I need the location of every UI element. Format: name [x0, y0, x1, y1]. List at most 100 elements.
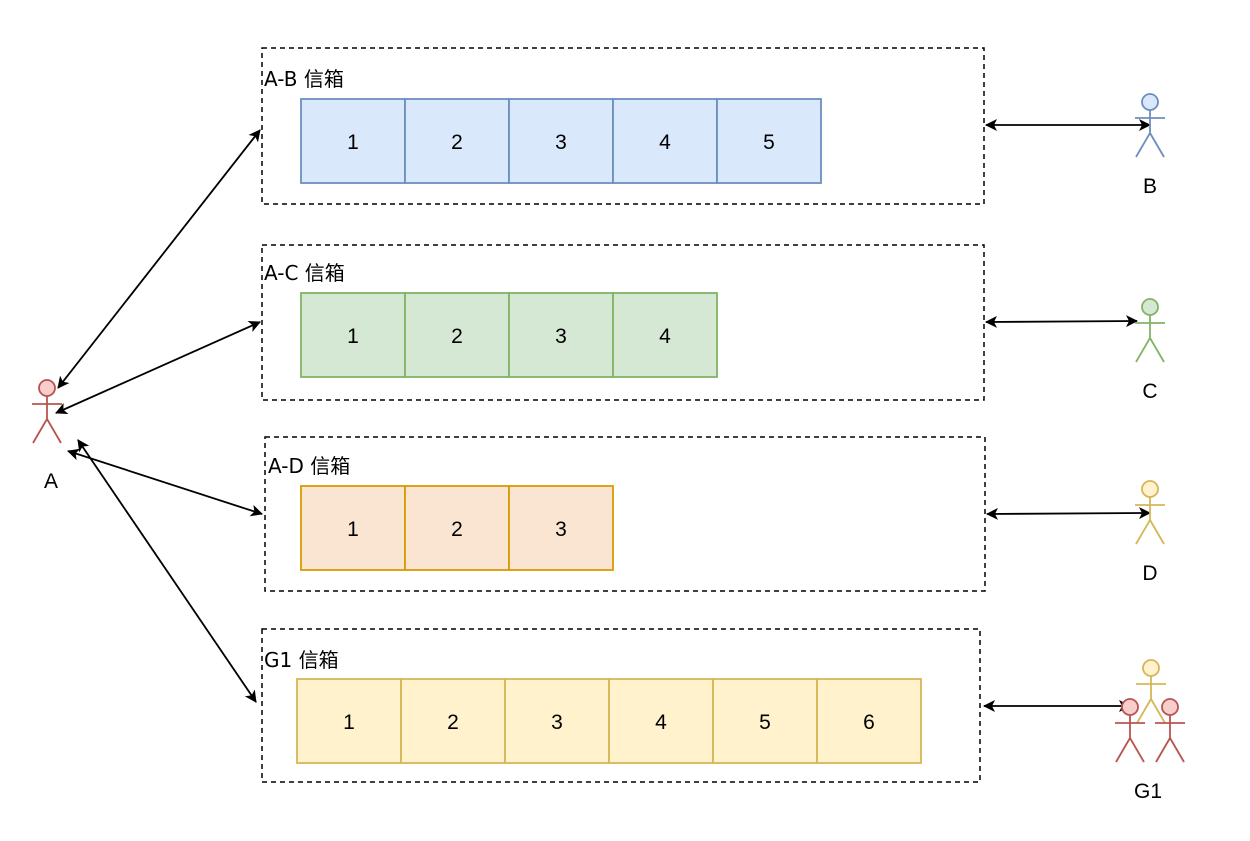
receiver-g1-label: G1 — [1134, 780, 1162, 803]
message-cell: 4 — [612, 292, 718, 378]
message-cell: 2 — [404, 485, 510, 571]
message-cell-number: 2 — [451, 131, 463, 154]
arrow-ac-to-c — [985, 315, 1138, 328]
receiver-g1-group-icon — [1115, 659, 1185, 763]
mailbox-ad: A-D 信箱 1 2 3 — [264, 436, 986, 592]
receiver-c-label: C — [1142, 380, 1157, 403]
message-cell-box — [504, 678, 610, 764]
actor-left-leg — [1135, 132, 1151, 158]
mailbox-g1-frame — [261, 628, 981, 783]
actor-right-leg — [1149, 519, 1165, 545]
receiver-d-label: D — [1142, 562, 1157, 585]
message-cell: 1 — [300, 98, 406, 184]
actor-left-leg — [1136, 698, 1152, 724]
message-cell: 3 — [508, 485, 614, 571]
receiver-c-actor-icon — [1135, 298, 1165, 363]
mailbox-ad-queue: 1 2 3 — [300, 485, 614, 571]
message-cell-number: 3 — [551, 711, 563, 734]
actor-head — [1141, 93, 1159, 111]
message-cell-number: 6 — [863, 711, 875, 734]
message-cell-number: 3 — [555, 325, 567, 348]
sender-a-actor-icon — [32, 379, 62, 444]
message-cell: 1 — [296, 678, 402, 764]
receiver-connectors — [983, 119, 1151, 712]
message-cell-box — [300, 485, 406, 571]
actor-right-leg — [1149, 132, 1165, 158]
actor-right-leg — [1129, 737, 1145, 763]
mailbox-ab: A-B 信箱 1 2 3 4 5 — [261, 47, 985, 205]
actor-left-leg — [1135, 519, 1151, 545]
actor-right-leg — [1149, 337, 1165, 363]
message-cell-box — [296, 678, 402, 764]
message-cell-box — [300, 292, 406, 378]
mailbox-ac: A-C 信箱 1 2 3 4 — [261, 244, 985, 401]
receiver-b-actor-icon — [1135, 93, 1165, 158]
message-cell-number: 2 — [451, 325, 463, 348]
actor-head — [1142, 659, 1160, 677]
message-cell: 1 — [300, 292, 406, 378]
message-cell: 4 — [608, 678, 714, 764]
message-cell-number: 1 — [343, 711, 355, 734]
message-cell-box — [404, 292, 510, 378]
message-cell-box — [816, 678, 922, 764]
receiver-d-actor-icon — [1135, 480, 1165, 545]
arrow-ad-to-d — [986, 507, 1151, 520]
arrow-a-to-ac — [55, 321, 261, 414]
message-cell: 2 — [404, 292, 510, 378]
message-cell-box — [612, 292, 718, 378]
actor-head — [1141, 480, 1159, 498]
message-cell-number: 3 — [555, 518, 567, 541]
actor-head — [1161, 698, 1179, 716]
message-cell-number: 4 — [659, 131, 671, 154]
sender-connectors — [55, 129, 263, 703]
message-cell: 3 — [504, 678, 610, 764]
message-cell-box — [400, 678, 506, 764]
message-cell-number: 1 — [347, 325, 359, 348]
mailbox-ad-frame — [264, 436, 986, 592]
message-cell-box — [612, 98, 718, 184]
mailbox-ab-frame — [261, 47, 985, 205]
message-cell-box — [508, 292, 614, 378]
message-cell: 1 — [300, 485, 406, 571]
mailbox-ac-queue: 1 2 3 4 — [300, 292, 718, 378]
actor-left-leg — [1155, 737, 1171, 763]
message-cell: 2 — [404, 98, 510, 184]
mailbox-ad-title: A-D 信箱 — [268, 454, 350, 478]
actor-left-leg — [32, 418, 48, 444]
message-cell: 5 — [716, 98, 822, 184]
message-cell-box — [508, 98, 614, 184]
message-cell-box — [300, 98, 406, 184]
message-cell-number: 5 — [763, 131, 775, 154]
message-cell: 5 — [712, 678, 818, 764]
mailbox-g1-title: G1 信箱 — [264, 648, 339, 672]
message-cell-number: 3 — [555, 131, 567, 154]
group-member-3-icon — [1155, 698, 1185, 763]
group-member-1-icon — [1136, 659, 1166, 724]
message-cell-box — [404, 98, 510, 184]
message-cell-box — [716, 98, 822, 184]
actor-head — [1141, 298, 1159, 316]
actor-right-leg — [1150, 698, 1166, 724]
arrow-a-to-ab — [57, 129, 261, 389]
sender-a-label: A — [44, 470, 58, 493]
message-cell-number: 4 — [659, 325, 671, 348]
message-cell: 6 — [816, 678, 922, 764]
message-cell-box — [712, 678, 818, 764]
actor-right-leg — [46, 418, 62, 444]
actor-left-leg — [1115, 737, 1131, 763]
message-cell-number: 1 — [347, 131, 359, 154]
message-cell: 4 — [612, 98, 718, 184]
actor-head — [38, 379, 56, 397]
message-cell-box — [508, 485, 614, 571]
message-cell-number: 1 — [347, 518, 359, 541]
mailbox-ac-title: A-C 信箱 — [264, 261, 345, 285]
arrow-a-to-g1 — [77, 439, 257, 703]
message-cell-number: 2 — [451, 518, 463, 541]
message-cell-number: 4 — [655, 711, 667, 734]
message-cell: 3 — [508, 292, 614, 378]
mailbox-ab-title: A-B 信箱 — [264, 67, 344, 91]
actor-left-leg — [1135, 337, 1151, 363]
